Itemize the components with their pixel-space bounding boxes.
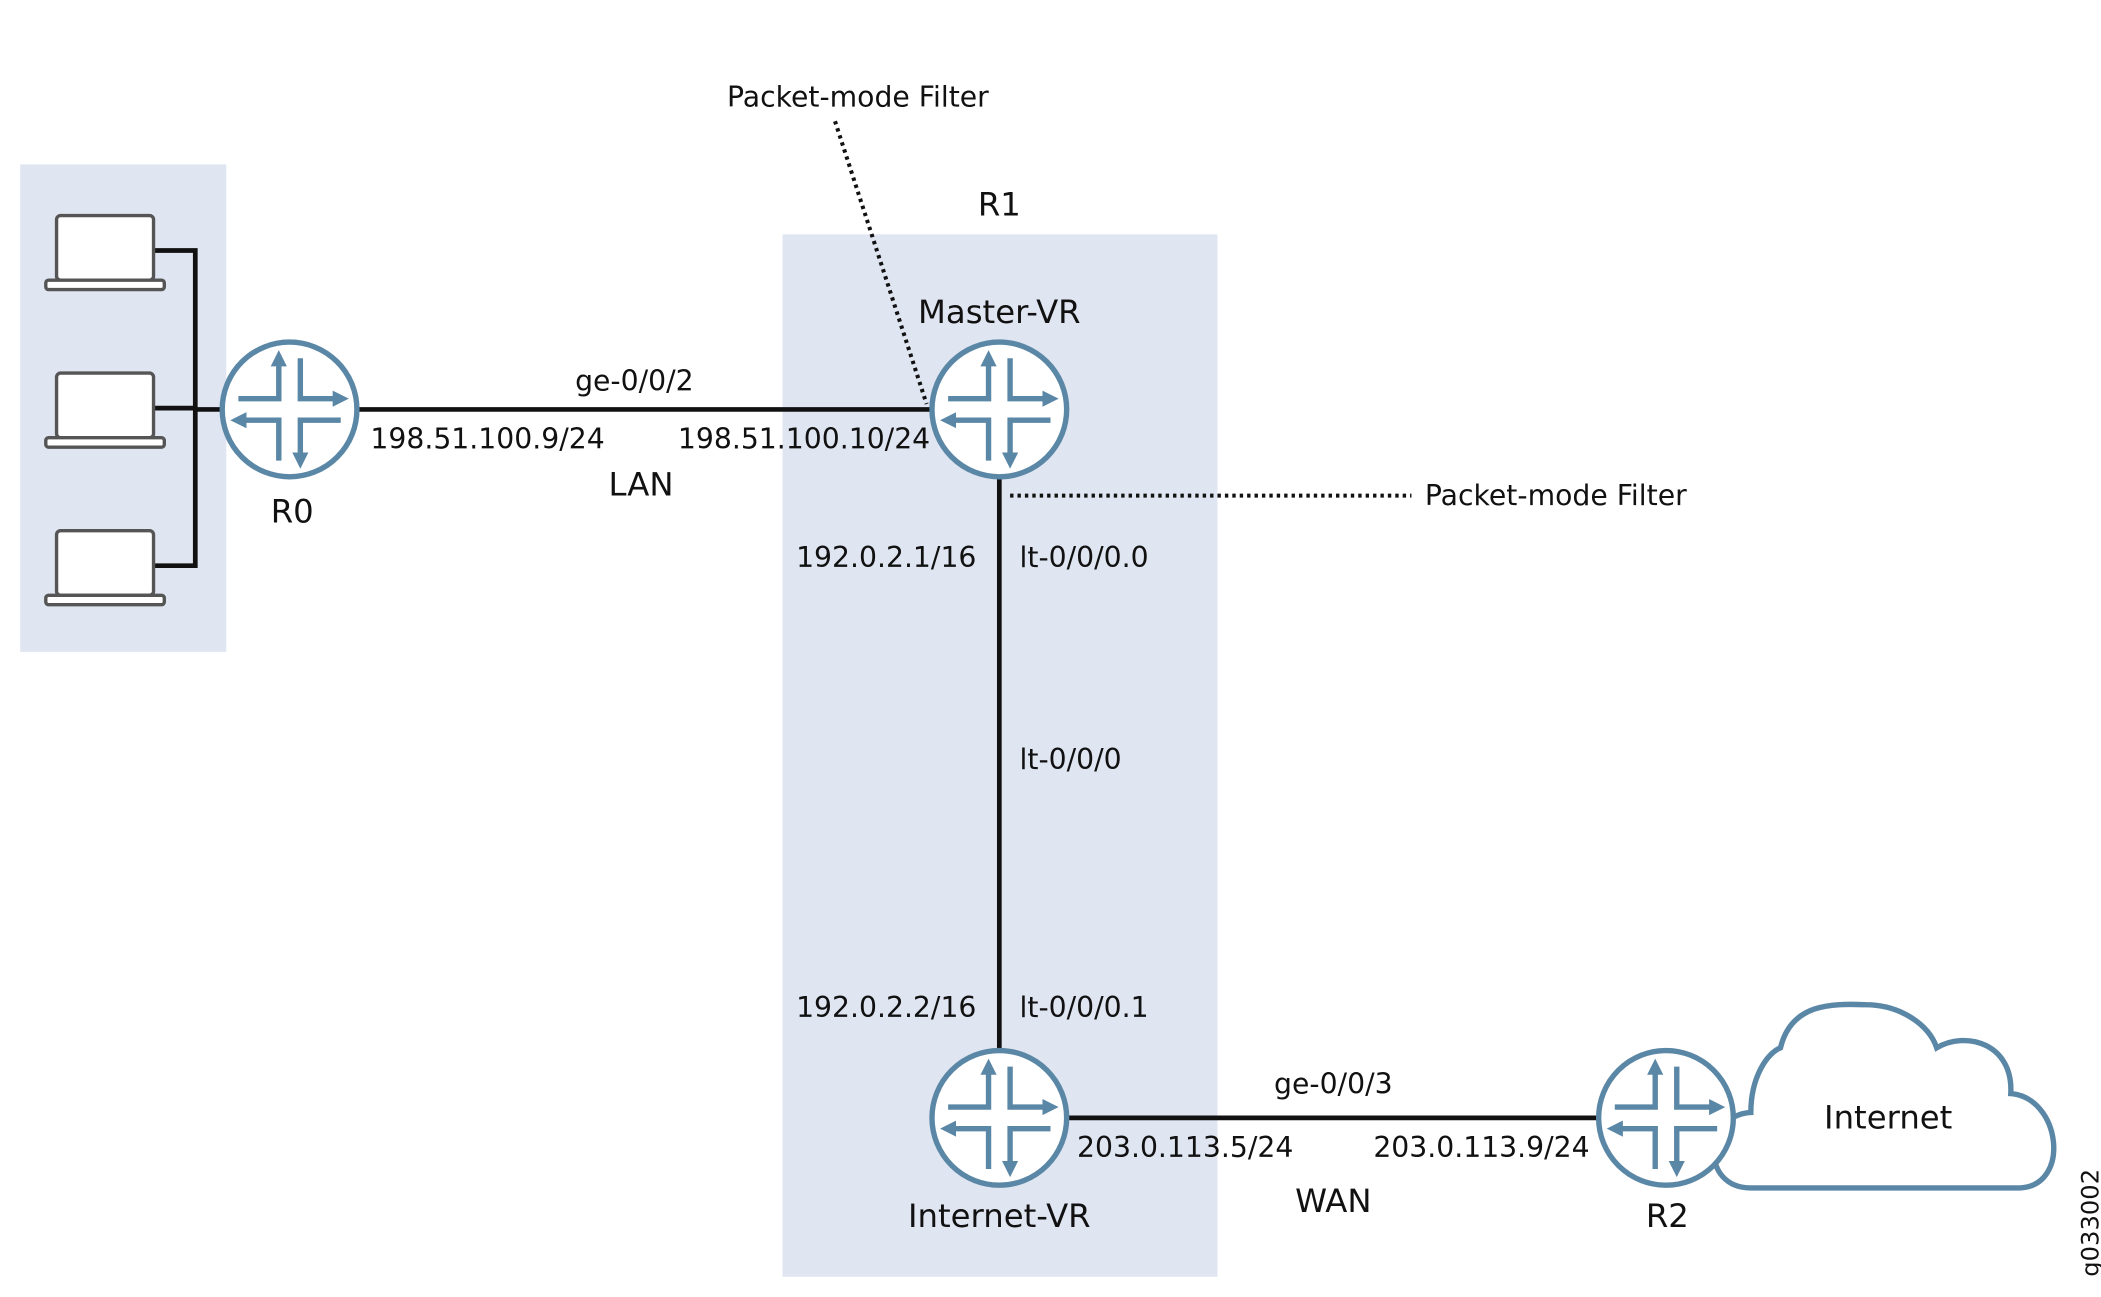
- master-lan-ip: 198.51.100.10/24: [678, 423, 930, 456]
- cloud-label: Internet: [1824, 1099, 1952, 1137]
- r2-label: R2: [1646, 1197, 1689, 1235]
- laptop-icon: [44, 371, 166, 449]
- laptop-icon: [44, 213, 166, 292]
- wan-interface: ge-0/0/3: [1274, 1068, 1393, 1101]
- lt-interface: lt-0/0/0: [1020, 743, 1122, 776]
- lan-interface: ge-0/0/2: [575, 365, 694, 398]
- r1-label: R1: [978, 186, 1021, 224]
- internet-cloud-icon: [1711, 1001, 2057, 1191]
- laptop-icon: [44, 528, 166, 607]
- wan-label: WAN: [1295, 1182, 1371, 1220]
- filter-label-top: Packet-mode Filter: [727, 80, 989, 113]
- internet-lt-interface: lt-0/0/0.1: [1020, 991, 1149, 1024]
- filter-label-right: Packet-mode Filter: [1425, 479, 1687, 512]
- internet-vr-wan-ip: 203.0.113.5/24: [1077, 1131, 1293, 1164]
- master-lt-ip: 192.0.2.1/16: [796, 541, 976, 574]
- router-r0-icon[interactable]: [219, 339, 360, 480]
- r0-ip: 198.51.100.9/24: [370, 423, 604, 456]
- router-master-vr-icon[interactable]: [929, 339, 1070, 480]
- r0-label: R0: [271, 493, 314, 531]
- master-vr-label: Master-VR: [918, 293, 1081, 331]
- figure-id: g033002: [2075, 1169, 2101, 1277]
- internet-vr-label: Internet-VR: [908, 1197, 1091, 1235]
- lan-label: LAN: [609, 466, 674, 504]
- r2-wan-ip: 203.0.113.9/24: [1373, 1131, 1589, 1164]
- filter-pointer-top: [833, 120, 929, 405]
- internet-lt-ip: 192.0.2.2/16: [796, 991, 976, 1024]
- router-internet-vr-icon[interactable]: [929, 1047, 1070, 1188]
- router-r2-icon[interactable]: [1595, 1047, 1737, 1188]
- master-lt-interface: lt-0/0/0.0: [1020, 541, 1149, 574]
